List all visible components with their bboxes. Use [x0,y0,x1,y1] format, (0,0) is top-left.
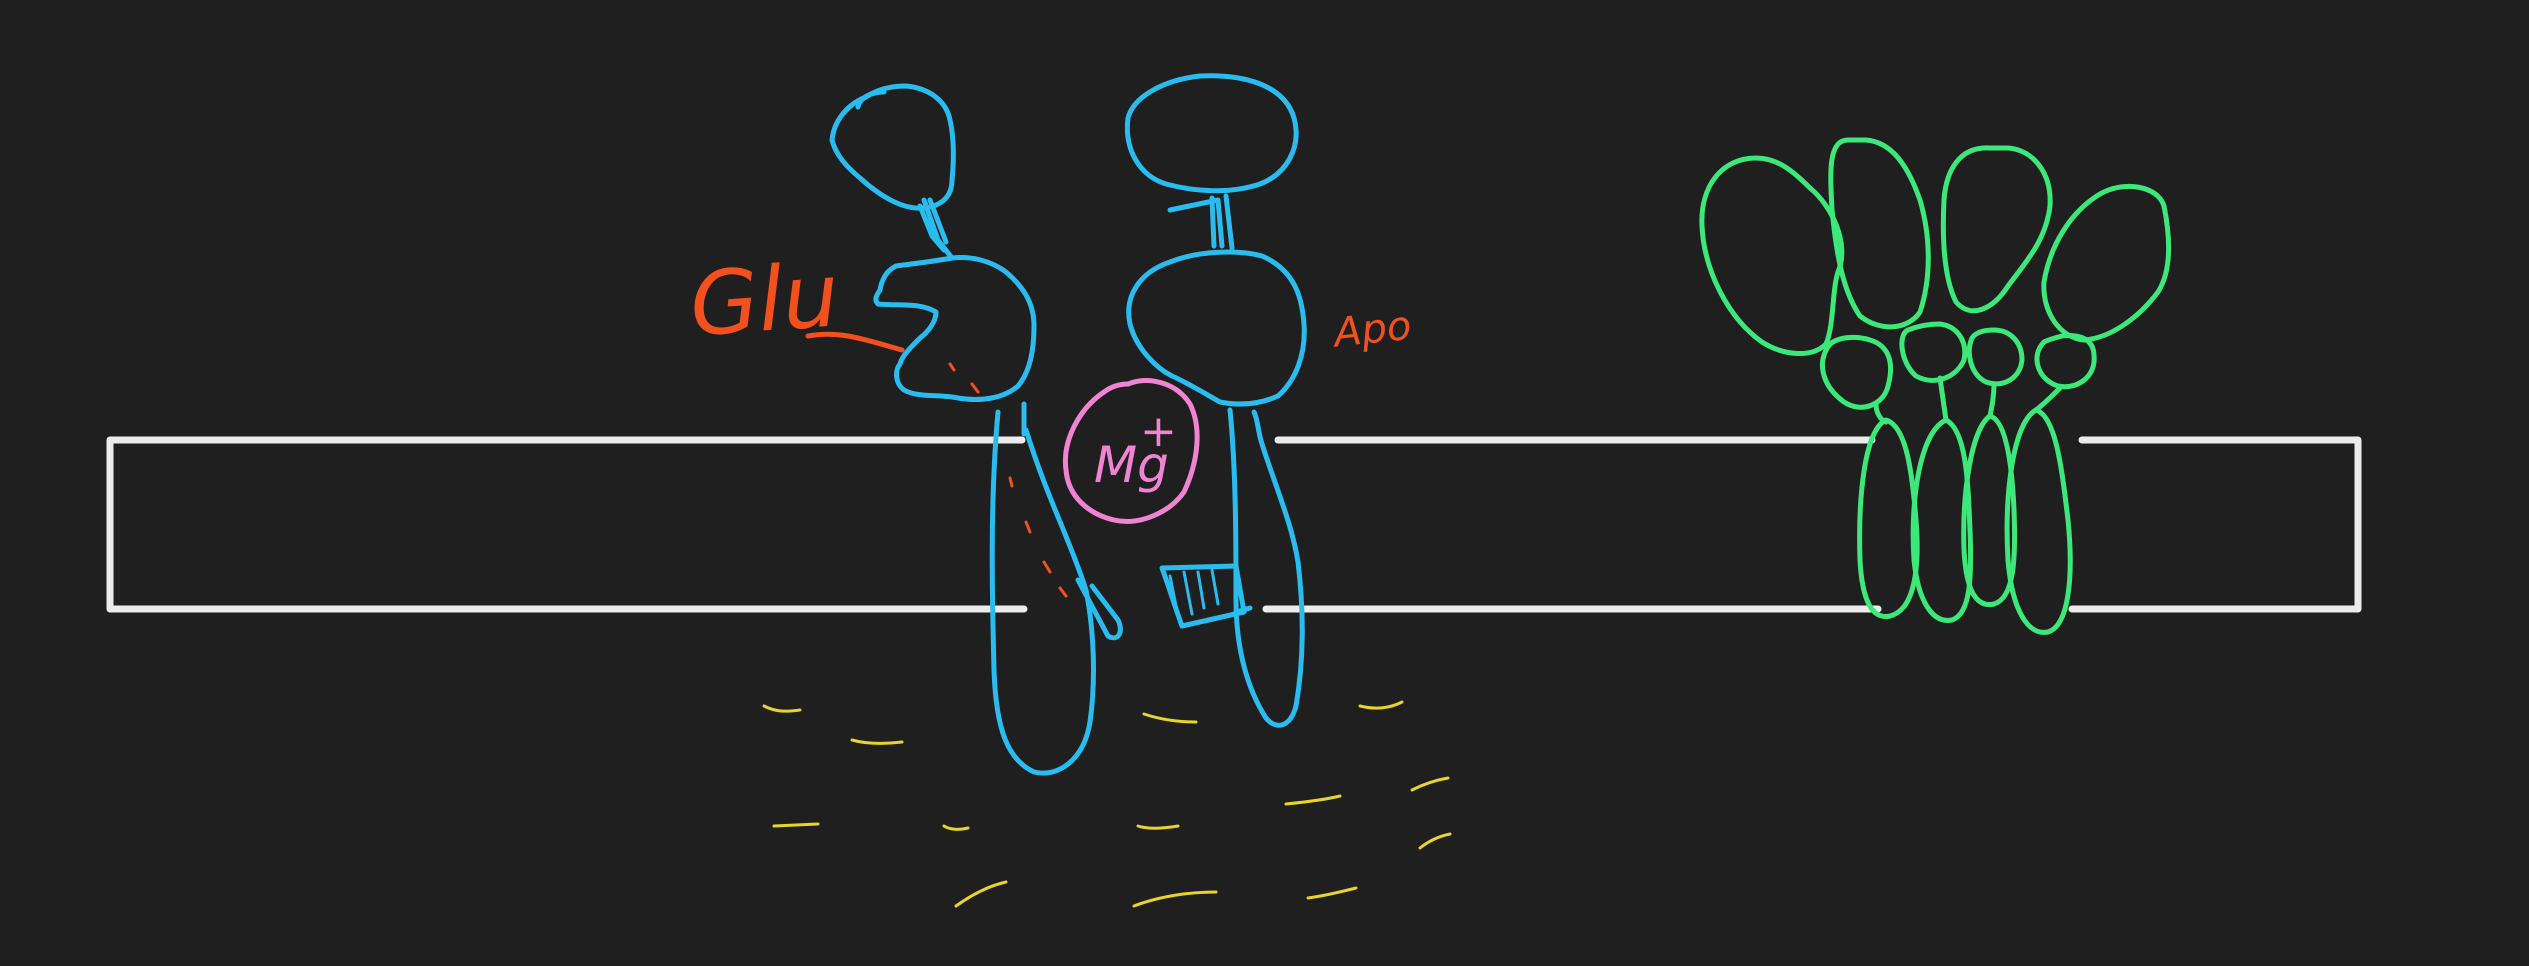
transmembrane-domain-left [989,409,1096,776]
neighbor-atd-2 [1828,137,1931,330]
neighbor-tm-helix-1 [1857,417,1920,619]
ion-mark [1136,824,1180,830]
ion-mark [1418,832,1452,850]
ion-mark [1142,712,1198,724]
cell-membrane [106,436,2362,613]
ion-mark [1132,890,1218,908]
mg-label: Mg [1094,436,1169,494]
membrane-segment-right [2068,436,2362,613]
atd-top-curl [855,89,887,110]
neighbor-atd-4 [2041,183,2172,343]
pore-helix-left [1075,577,1123,641]
glu-label: Glu [687,243,842,356]
ligand-binding-domain-right [1126,249,1307,407]
magnesium-ion-circle [1062,378,1200,524]
gate-hatching-right [1168,568,1220,618]
neighbor-channel [1699,137,2172,635]
neighbor-atd-3 [1940,145,2053,314]
ion-mark [1410,776,1450,792]
binding-cleft-dashes [948,362,1068,598]
ion-mark [772,822,820,828]
intracellular-ions [762,700,1452,908]
neighbor-tm-helix-4 [2004,407,2073,635]
receptor-subunit-right [1124,73,1307,728]
ion-mark [1284,794,1342,806]
transmembrane-domain-right [1227,407,1305,728]
mg-charge-label: + [1140,406,1177,457]
ion-mark [954,880,1008,908]
ion-mark [762,704,802,713]
membrane-segment-left [106,436,1028,613]
neighbor-stalks [1873,375,2063,425]
glutamate-ligand [805,331,905,353]
ion-mark [850,738,904,745]
ion-mark [942,824,970,831]
linker-left [917,197,955,261]
amino-terminal-domain-right [1124,73,1299,194]
receptor-subunit-left [829,83,1123,776]
ion-mark [1306,886,1358,900]
amino-terminal-domain-left [829,83,956,211]
magnesium-ion: Mg + [1062,378,1200,524]
glutamate-pointer-line [805,331,905,353]
ion-mark [1358,700,1404,710]
linker-right [1167,193,1235,251]
neighbor-lbd-row [1820,321,2097,410]
apo-label: Apo [1329,303,1414,357]
neighbor-atd-1 [1699,155,1845,357]
ligand-binding-domain-left [873,255,1037,402]
